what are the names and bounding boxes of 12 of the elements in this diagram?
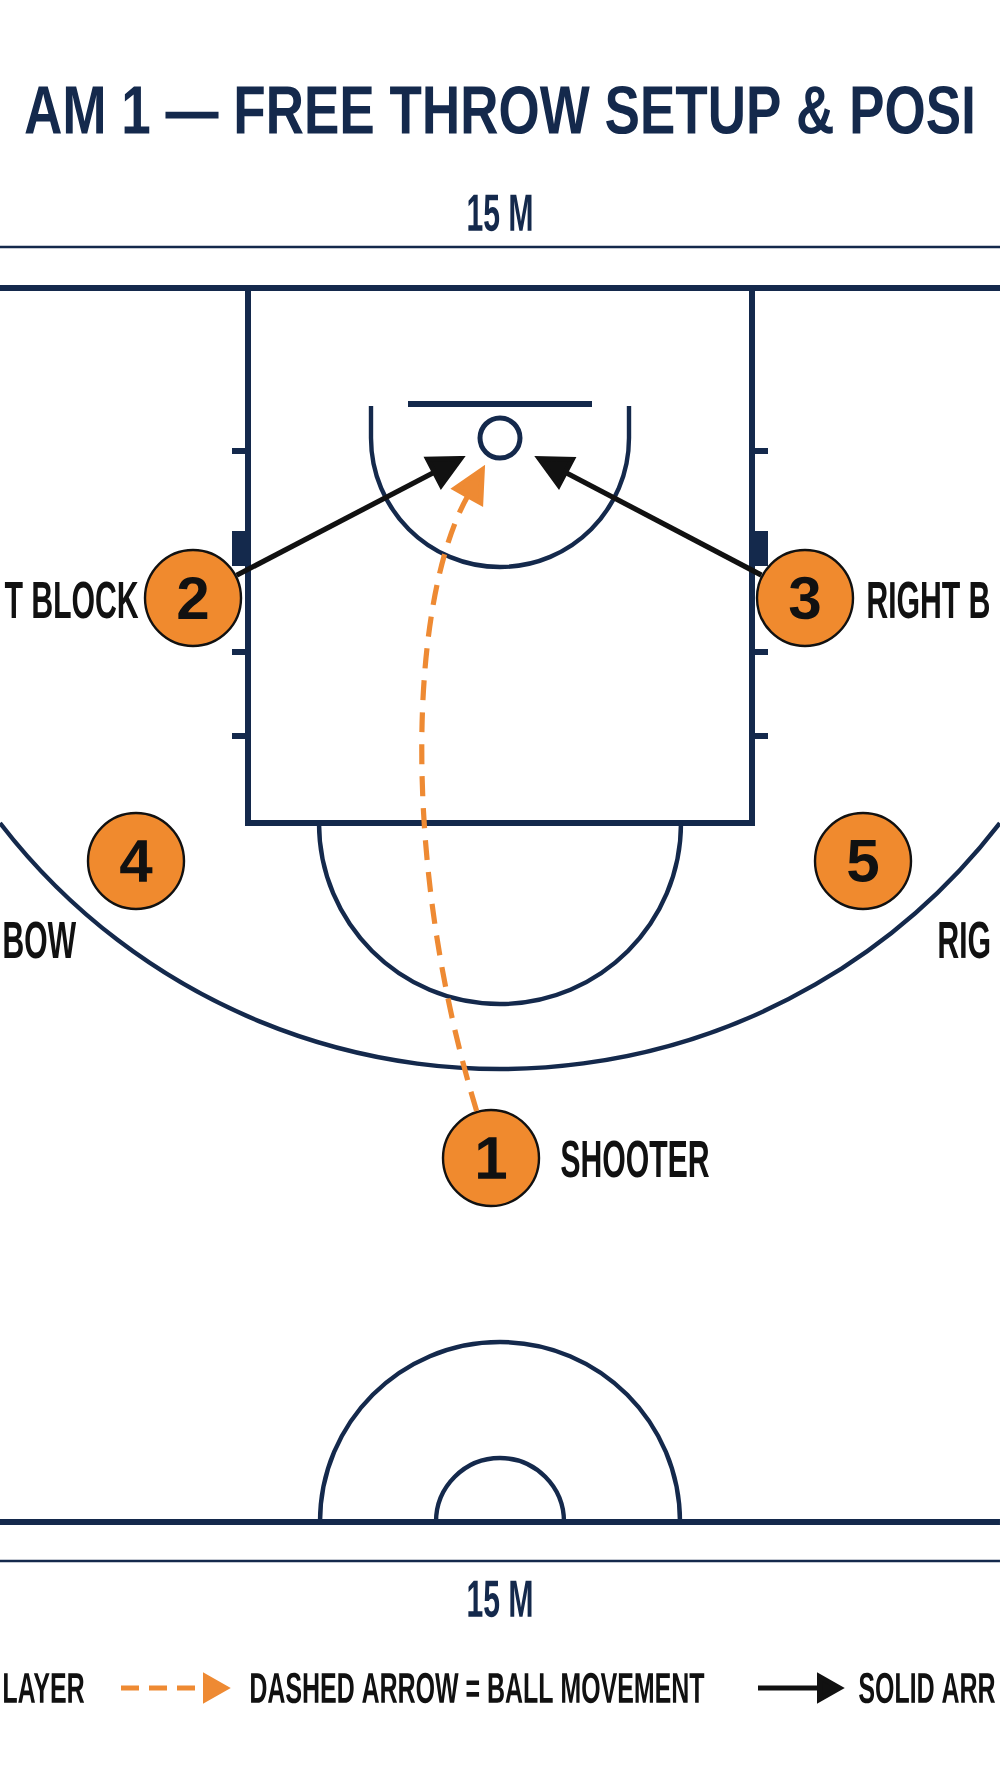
- legend-text: LAYER: [4, 1673, 85, 1703]
- legend-text: DASHED ARROW = BALL MOVEMENT: [251, 1672, 705, 1704]
- position-label: SHOOTER: [561, 1140, 709, 1178]
- position-label: RIG: [939, 921, 990, 959]
- position-label: T BLOCK: [4, 581, 139, 619]
- position-label: RIGHT B: [868, 581, 989, 619]
- dimension-label: 15 M: [468, 1580, 532, 1618]
- dimension-label: 15 M: [468, 194, 532, 232]
- legend-text: SOLID ARR: [859, 1672, 996, 1704]
- title: AM 1 — FREE THROW SETUP & POSI: [25, 85, 973, 135]
- position-label: BOW: [4, 921, 77, 959]
- hoop: [477, 415, 523, 461]
